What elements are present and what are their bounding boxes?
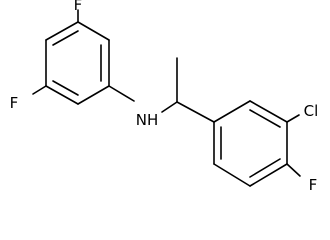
- double-bond-inner: [52, 80, 79, 96]
- double-bond-inner: [52, 30, 79, 46]
- bond: [249, 100, 288, 123]
- bond-from-nh: [161, 101, 178, 113]
- fluorine-label-left: F: [10, 94, 19, 112]
- bond-to-cl: [286, 114, 300, 123]
- bond: [77, 21, 110, 41]
- bonds: [32, 9, 301, 187]
- amine-nh-label: NH: [136, 111, 159, 129]
- atom-labels: F F NH Cl F: [10, 0, 319, 194]
- chemical-structure-diagram: F F NH Cl F: [10, 0, 319, 194]
- structure-svg: F F NH Cl F: [10, 0, 319, 194]
- bond-to-f: [286, 163, 301, 177]
- bond-to-f: [32, 85, 47, 95]
- double-bond-inner: [249, 158, 281, 178]
- bond: [176, 101, 215, 123]
- chlorine-label: Cl: [304, 102, 319, 120]
- fluorine-label-top: F: [74, 0, 83, 14]
- bond: [45, 85, 79, 105]
- bond-to-nh: [108, 85, 135, 102]
- bond: [249, 163, 288, 187]
- double-bond-inner: [249, 109, 281, 128]
- bond: [45, 21, 79, 41]
- fluorine-label-right: F: [309, 176, 318, 194]
- bond: [213, 100, 251, 123]
- bond: [213, 163, 251, 187]
- bond: [77, 85, 110, 105]
